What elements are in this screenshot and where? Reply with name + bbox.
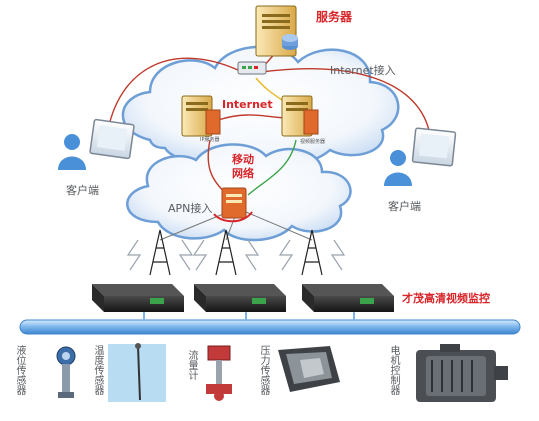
sensor-label-level: 液位传感器	[14, 345, 25, 395]
sensor-label-temperature: 温度传感器	[92, 345, 103, 395]
device-box-2-icon	[194, 284, 286, 312]
sensor-label-flow: 流量计	[186, 350, 197, 380]
link-video-server-mobile	[247, 139, 297, 196]
motor-controller-icon	[416, 344, 508, 402]
apn-access-label: APN接入	[168, 202, 213, 215]
flow-meter-icon	[206, 345, 232, 401]
pressure-sensor-icon	[278, 346, 340, 392]
video-server-label: 视频服务器	[300, 139, 326, 145]
system-label: 才茂高清视频监控	[402, 292, 490, 305]
mobile-network-label: 移动 网络	[232, 153, 254, 180]
main-server-icon	[255, 5, 298, 57]
ip-server-label: IP服务器	[200, 137, 220, 143]
level-sensor-icon	[56, 346, 76, 398]
link-mobile-tower-right	[245, 211, 313, 241]
mobile-gateway-icon	[213, 187, 253, 223]
cell-tower-left-icon	[126, 229, 194, 276]
server-label: 服务器	[316, 10, 353, 24]
temperature-sensor-icon	[108, 343, 166, 402]
right-client-icon	[384, 127, 457, 186]
left-client-label: 客户端	[66, 184, 99, 197]
cell-tower-right-icon	[278, 229, 346, 276]
sensor-label-motor: 电机控制器	[388, 345, 399, 395]
link-router-left-client	[107, 57, 239, 131]
cell-tower-mid-icon	[192, 229, 260, 276]
field-bus	[19, 319, 521, 335]
router-icon	[237, 61, 267, 75]
internet-cloud-label: Internet	[222, 98, 273, 111]
internet-access-top-label: Internet接入	[330, 64, 396, 77]
ip-server-icon	[181, 95, 221, 137]
device-box-3-icon	[302, 284, 394, 312]
video-server-icon	[281, 95, 319, 137]
link-router-right-client	[261, 67, 431, 136]
device-box-1-icon	[92, 284, 184, 312]
sensor-label-pressure: 压力传感器	[258, 345, 269, 395]
left-client-icon	[58, 118, 135, 170]
right-client-label: 客户端	[388, 200, 421, 213]
